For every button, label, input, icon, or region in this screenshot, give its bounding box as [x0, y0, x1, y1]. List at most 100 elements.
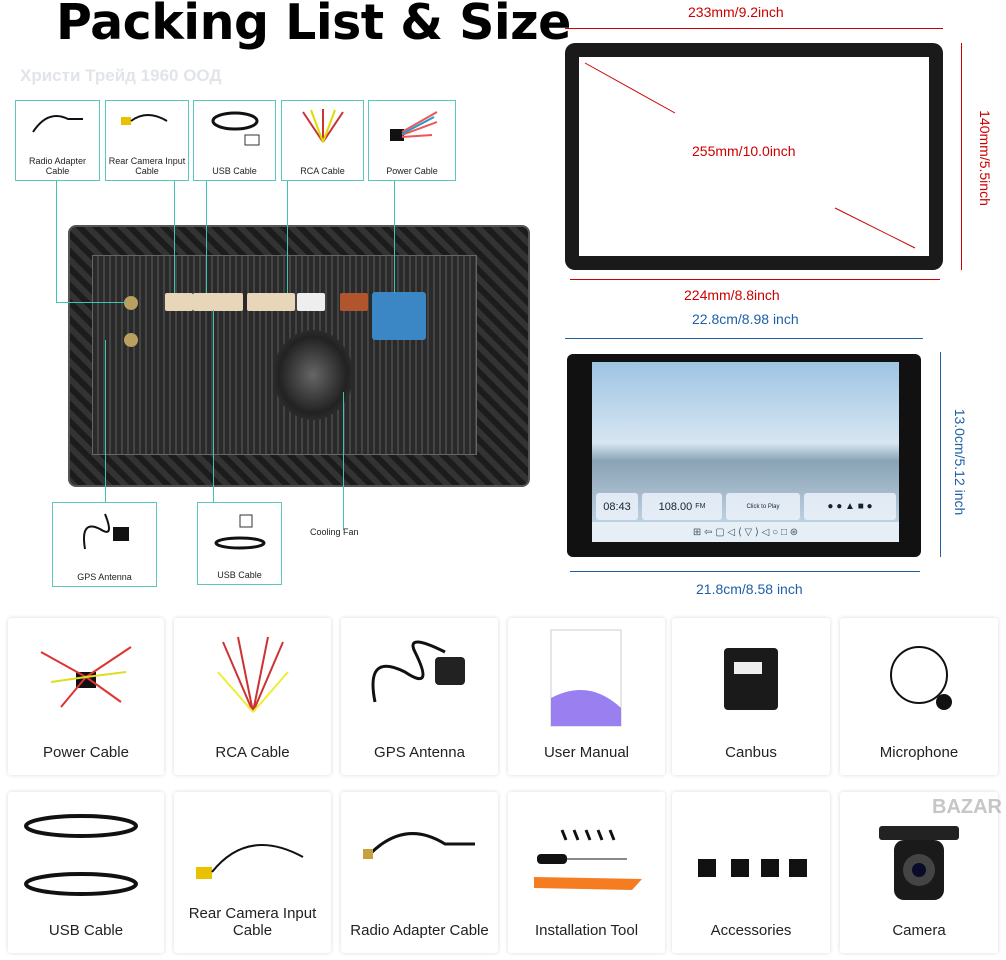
- label: USB Cable: [48, 921, 124, 939]
- label: Rear Camera Input Cable: [188, 904, 317, 939]
- radio-widget[interactable]: 108.00 FM: [642, 493, 722, 520]
- connector: [247, 293, 295, 311]
- dimension-line: [570, 279, 940, 280]
- label: Radio Adapter Cable: [28, 156, 87, 176]
- clips-icon: [698, 859, 807, 877]
- label: Radio Adapter Cable: [350, 921, 489, 939]
- line: [287, 181, 288, 293]
- connector: [340, 293, 368, 311]
- radio-frequency: 108.00: [658, 500, 693, 513]
- acc-radio-adapter: Radio Adapter Cable: [15, 100, 100, 181]
- power-connector: [372, 292, 426, 340]
- gps-antenna-icon: [371, 640, 465, 703]
- label: Power Cable: [43, 743, 129, 761]
- label: RCA Cable: [215, 743, 290, 761]
- dimension-line: [961, 43, 962, 270]
- nav-bar: ⊞ ⇦ ▢ ◁ ⟨ ▽ ⟩ ◁ ○ □ ⊛: [592, 522, 899, 542]
- frame-width-bottom: 224mm/8.8inch: [684, 287, 780, 303]
- power-cable-icon: [390, 111, 438, 141]
- cable-icon: [121, 114, 168, 125]
- power-cable-icon: [40, 646, 132, 708]
- item-rear-camera-cable: Rear Camera Input Cable: [174, 792, 331, 953]
- apps-widget[interactable]: ● ● ▲ ■ ●: [804, 493, 896, 520]
- dimension-line: [940, 352, 941, 557]
- manual-icon: [550, 629, 622, 727]
- item-accessories: Accessories: [672, 792, 830, 953]
- acc-gps-antenna: GPS Antenna: [52, 502, 157, 587]
- label: Installation Tool: [534, 921, 639, 939]
- label: User Manual: [543, 743, 630, 761]
- music-widget[interactable]: Click to Play: [726, 493, 800, 520]
- camera-cable-icon: [195, 844, 303, 879]
- item-gps-antenna: GPS Antenna: [341, 618, 498, 775]
- acc-usb-2: USB Cable: [197, 502, 282, 585]
- line: [206, 181, 207, 293]
- label: Canbus: [725, 743, 777, 761]
- gps-antenna-icon: [82, 513, 129, 550]
- label: Microphone: [879, 743, 959, 761]
- music-label: Click to Play: [746, 503, 780, 510]
- dimension-line: [565, 338, 923, 339]
- tool-icon: [533, 829, 642, 890]
- clock: 08:43: [603, 500, 631, 513]
- label: GPS Antenna: [374, 743, 465, 761]
- dimension-line: [565, 28, 943, 29]
- clock-widget: 08:43: [596, 493, 638, 520]
- label: Power Cable: [386, 165, 438, 176]
- rca-cable-icon: [216, 636, 289, 713]
- line: [174, 181, 175, 293]
- label: RCA Cable: [300, 165, 345, 176]
- cable-icon: [31, 115, 83, 133]
- radio-adapter-icon: [362, 832, 475, 859]
- label: GPS Antenna: [77, 571, 132, 582]
- usb-cable-icon: [24, 814, 138, 896]
- item-usb-cable: USB Cable: [8, 792, 164, 953]
- label: USB Cable: [212, 165, 257, 176]
- line: [56, 302, 126, 303]
- microphone-icon: [890, 646, 952, 710]
- canbus-icon: [724, 648, 778, 710]
- connector: [193, 293, 243, 311]
- dimension-line: [570, 571, 920, 572]
- line: [343, 392, 344, 530]
- item-camera: Camera: [840, 792, 998, 953]
- screen-width-top: 22.8cm/8.98 inch: [692, 311, 799, 327]
- screen-height: 13.0cm/5.12 inch: [952, 408, 968, 516]
- cooling-fan: [273, 330, 353, 420]
- label: Camera: [892, 921, 946, 939]
- gps-port: [124, 333, 138, 347]
- usb-cable-icon: [211, 111, 259, 146]
- corner-logo: BAZAR: [932, 796, 1002, 818]
- label: Rear Camera Input Cable: [108, 156, 186, 176]
- item-radio-adapter-cable: Radio Adapter Cable: [341, 792, 498, 953]
- mounting-frame: [565, 43, 943, 270]
- acc-rear-camera: Rear Camera Input Cable: [105, 100, 189, 181]
- diagonal-line: [584, 62, 916, 249]
- cooling-fan-label: Cooling Fan: [310, 527, 359, 537]
- rca-cable-icon: [301, 109, 344, 143]
- line: [56, 181, 57, 303]
- watermark: Христи Трейд 1960 ООД: [20, 66, 222, 85]
- acc-power: Power Cable: [368, 100, 456, 181]
- connector: [165, 293, 193, 311]
- frame-height: 140mm/5.5inch: [977, 110, 993, 206]
- radio-band: FM: [695, 503, 706, 510]
- acc-usb: USB Cable: [193, 100, 276, 181]
- line: [213, 310, 214, 502]
- frame-width-top: 233mm/9.2inch: [688, 4, 784, 20]
- line: [394, 181, 395, 293]
- item-user-manual: User Manual: [508, 618, 665, 775]
- item-installation-tool: Installation Tool: [508, 792, 665, 953]
- page-title: Packing List & Size: [56, 0, 571, 51]
- item-microphone: Microphone: [840, 618, 998, 775]
- screen-width-bottom: 21.8cm/8.58 inch: [696, 581, 803, 597]
- item-rca-cable: RCA Cable: [174, 618, 331, 775]
- frame-diagonal: 255mm/10.0inch: [692, 143, 796, 159]
- acc-rca: RCA Cable: [281, 100, 364, 181]
- camera-icon: [879, 826, 959, 900]
- item-power-cable: Power Cable: [8, 618, 164, 775]
- antenna-port: [124, 296, 138, 310]
- connector: [297, 293, 325, 311]
- usb-cable-icon: [214, 514, 265, 550]
- line: [105, 340, 106, 502]
